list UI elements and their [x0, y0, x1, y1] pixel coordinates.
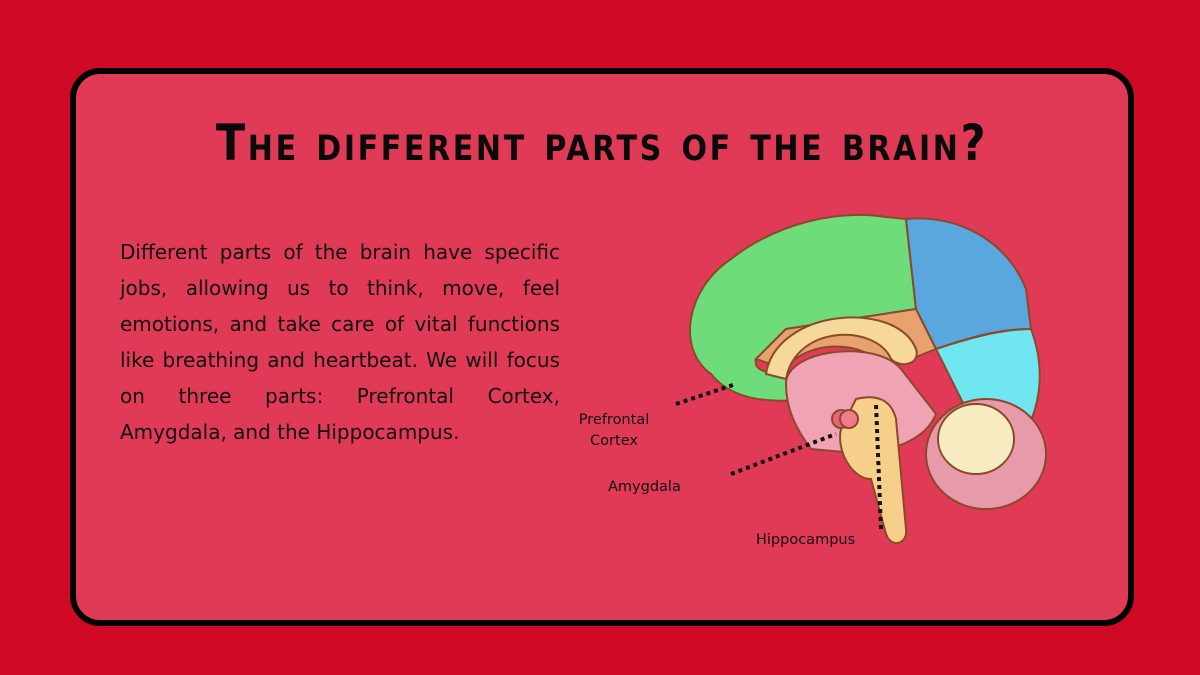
brainstem — [839, 396, 908, 544]
hippocampus-shape — [839, 409, 859, 429]
label-prefrontal-line1: Prefrontal — [578, 412, 650, 428]
slide-title: The different parts of the brain? — [215, 114, 989, 172]
label-hippocampus: Hippocampus — [756, 532, 856, 548]
arbor-vitae — [937, 403, 1015, 475]
prefrontal-arrow — [675, 382, 737, 406]
slide-card: The different parts of the brain? Differ… — [70, 68, 1134, 626]
brain-diagram — [675, 213, 1047, 544]
label-prefrontal-line2: Cortex — [590, 433, 638, 449]
label-amygdala: Amygdala — [608, 479, 681, 495]
amygdala-arrow — [730, 432, 837, 476]
hippocampus-arrow — [874, 403, 883, 530]
body-paragraph: Different parts of the brain have specif… — [120, 240, 560, 444]
label-prefrontal-cortex: Prefrontal Cortex — [566, 410, 662, 452]
pointer-arrows — [675, 382, 883, 530]
corpus-callosum — [764, 316, 918, 381]
